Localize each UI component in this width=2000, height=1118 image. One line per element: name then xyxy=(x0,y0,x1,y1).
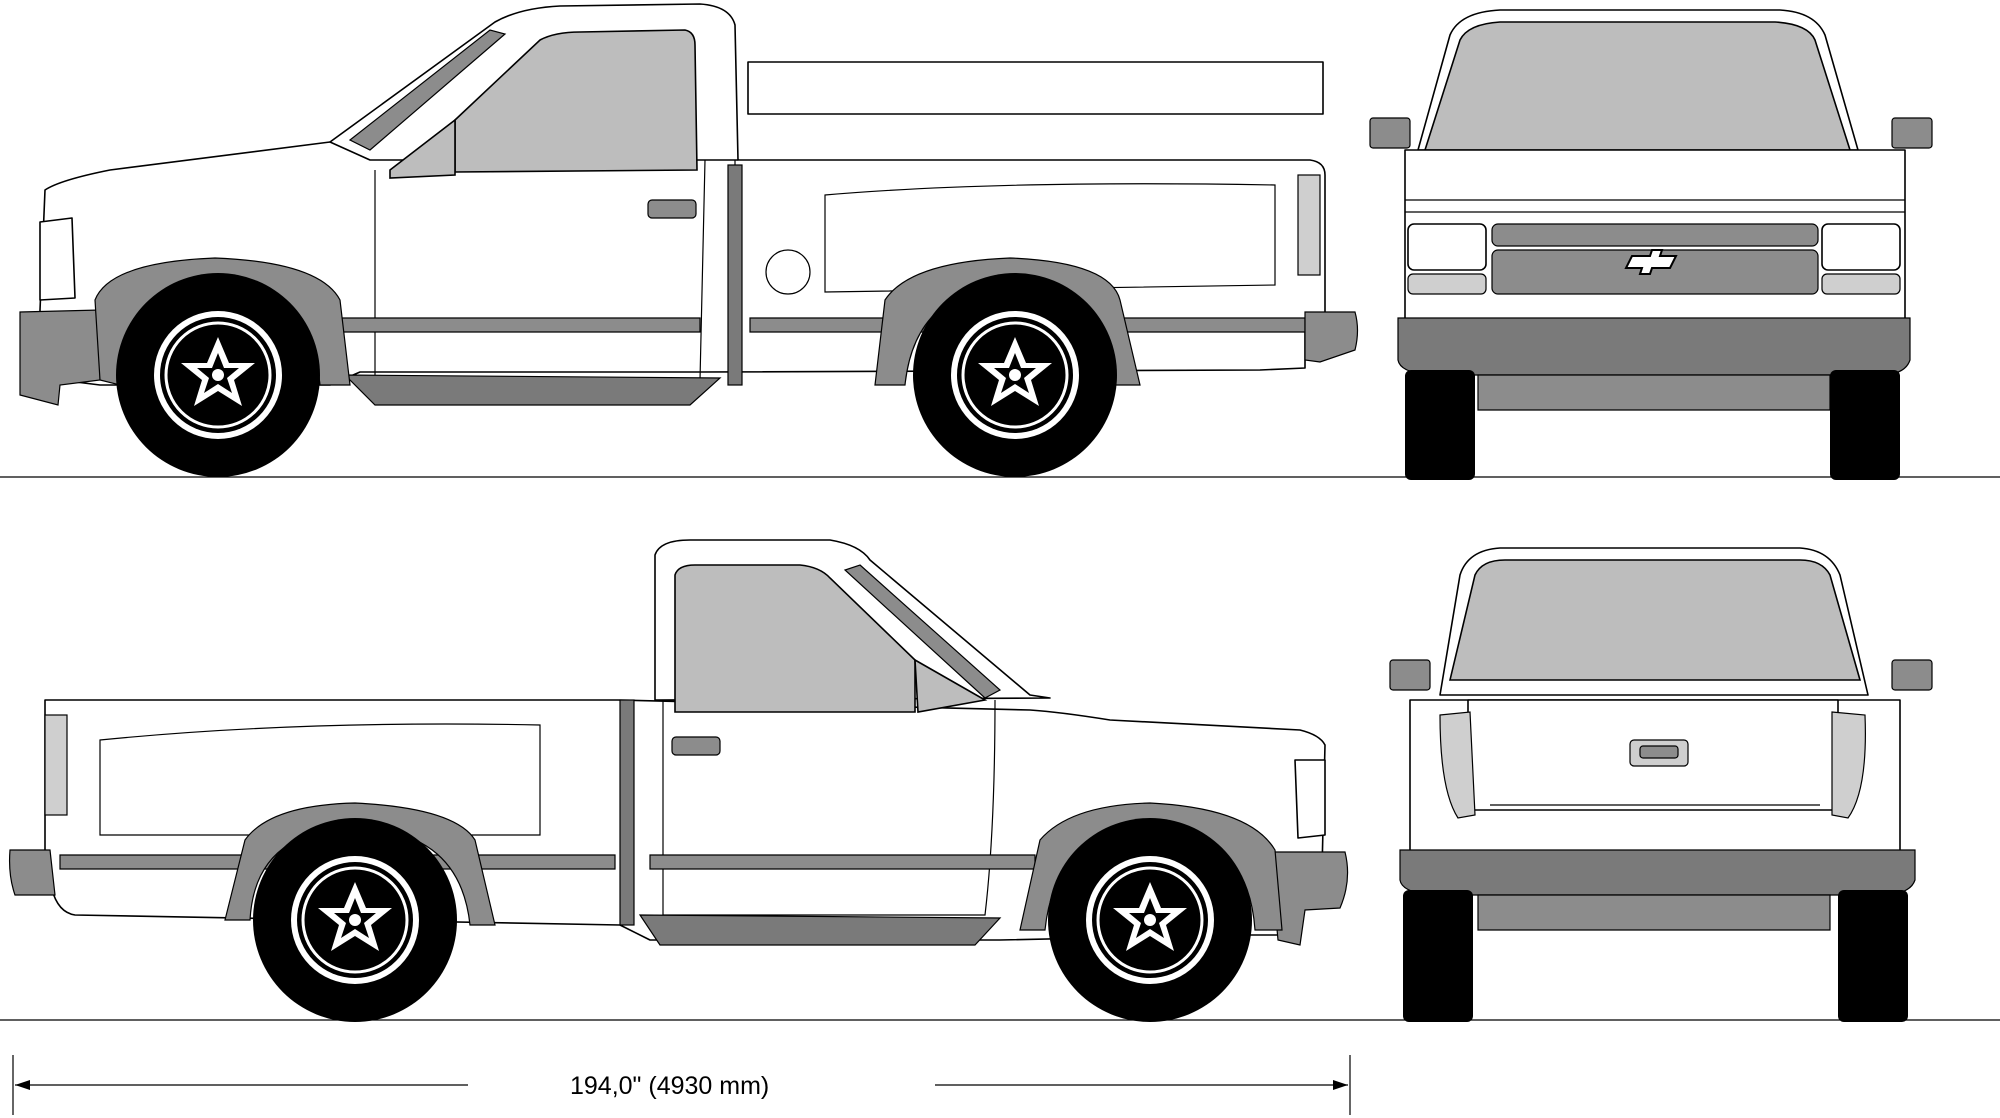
vent-window-2 xyxy=(914,658,988,713)
front-wheel-2 xyxy=(1046,816,1254,1024)
rocker-panel xyxy=(343,374,722,406)
arrow-left-icon xyxy=(15,1080,30,1090)
rear-window xyxy=(1448,559,1862,681)
tail-light-2 xyxy=(44,714,68,816)
bowtie-emblem xyxy=(1624,249,1678,275)
arrow-right-icon xyxy=(1333,1080,1348,1090)
a-pillar-trim-2 xyxy=(843,564,1002,699)
side-window xyxy=(454,29,698,173)
right-tail-light xyxy=(1831,711,1866,819)
cab-gap-trim-2 xyxy=(619,699,635,926)
front-wheel xyxy=(114,271,322,479)
left-mirror xyxy=(1369,117,1411,149)
vent-window xyxy=(389,118,456,179)
bed-panel xyxy=(824,183,1276,293)
bed-rail xyxy=(747,61,1324,115)
rear-view xyxy=(1380,547,2000,1022)
right-headlight xyxy=(1821,223,1901,271)
front-right-tire xyxy=(1830,370,1900,480)
headlight-2 xyxy=(1294,759,1326,839)
front-left-tire xyxy=(1405,370,1475,480)
rear-bumper xyxy=(1304,311,1359,363)
door-handle-2 xyxy=(671,736,721,756)
fuel-door xyxy=(765,249,811,295)
side-stripe-front-2 xyxy=(649,854,1036,870)
door-handle xyxy=(647,199,697,219)
tailgate xyxy=(1467,699,1839,811)
a-pillar-trim xyxy=(348,29,507,151)
left-tail-light xyxy=(1439,711,1476,819)
front-bumper-2 xyxy=(1269,851,1349,946)
front-bumper xyxy=(19,309,101,406)
front-view xyxy=(1369,9,2000,480)
rear-right-mirror xyxy=(1891,659,1933,691)
side-view-driver xyxy=(0,3,1380,479)
rear-right-tire xyxy=(1838,890,1908,1022)
front-bumper-front xyxy=(1397,317,1911,376)
right-mirror xyxy=(1891,117,1933,149)
left-headlight xyxy=(1407,223,1487,271)
bed-panel-2 xyxy=(99,723,541,836)
length-dimension: 194,0" (4930 mm) xyxy=(12,1055,1351,1115)
cab-gap-trim xyxy=(727,164,743,386)
rocker-panel-2 xyxy=(638,914,1002,946)
side-window-2 xyxy=(674,564,916,713)
rear-undercarriage xyxy=(1477,894,1831,931)
grille-top xyxy=(1491,223,1819,247)
length-label: 194,0" (4930 mm) xyxy=(570,1072,769,1100)
headlight xyxy=(39,217,76,301)
tail-light xyxy=(1297,174,1321,276)
rear-wheel xyxy=(911,271,1119,479)
windshield xyxy=(1423,21,1852,151)
side-stripe-front xyxy=(339,317,701,333)
rear-bumper-rear xyxy=(1399,849,1916,896)
door-outline-2 xyxy=(662,699,996,916)
side-view-passenger xyxy=(0,539,1380,1024)
rear-left-tire xyxy=(1403,890,1473,1022)
rear-left-mirror xyxy=(1389,659,1431,691)
rear-wheel-2 xyxy=(251,816,459,1024)
air-dam xyxy=(1477,374,1831,411)
rear-bumper-2 xyxy=(8,849,56,896)
